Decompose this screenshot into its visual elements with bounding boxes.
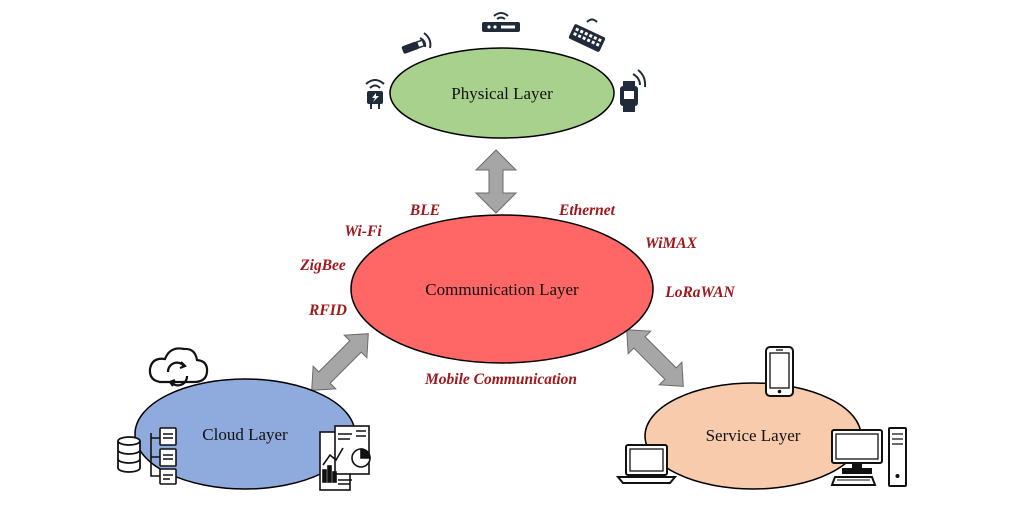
laptop-icon xyxy=(615,444,678,484)
cloud-sync-icon xyxy=(148,347,209,387)
protocol-mobile-communication: Mobile Communication xyxy=(424,371,577,388)
plug-icon xyxy=(365,79,385,109)
communication-layer-label: Communication Layer xyxy=(425,280,579,299)
communication-layer-ellipse xyxy=(350,214,654,364)
analytics-report-icon xyxy=(319,425,371,491)
cloud-layer-label: Cloud Layer xyxy=(202,425,288,444)
physical-layer-label: Physical Layer xyxy=(451,84,553,103)
protocol-ble: BLE xyxy=(409,202,440,219)
protocol-wifi: Wi-Fi xyxy=(344,223,382,240)
protocol-wimax: WiMAX xyxy=(645,235,698,252)
usb-dongle-icon xyxy=(401,32,432,54)
arrow-communication-service xyxy=(626,329,684,387)
arrow-communication-cloud xyxy=(311,333,369,391)
smartwatch-icon xyxy=(620,69,647,112)
protocol-rfid: RFID xyxy=(308,302,347,319)
protocol-lorawan: LoRaWAN xyxy=(664,284,735,301)
database-icon xyxy=(117,436,141,473)
smartphone-icon xyxy=(765,346,794,397)
service-layer-label: Service Layer xyxy=(706,426,801,445)
physical-layer-ellipse xyxy=(389,47,615,139)
arrow-physical-communication xyxy=(474,149,518,214)
documents-icon xyxy=(150,427,177,485)
protocol-zigbee: ZigBee xyxy=(299,257,346,274)
router-icon xyxy=(482,12,520,32)
keyboard-icon xyxy=(568,18,606,52)
desktop-computer-icon xyxy=(830,427,907,487)
protocol-ethernet: Ethernet xyxy=(558,202,616,219)
